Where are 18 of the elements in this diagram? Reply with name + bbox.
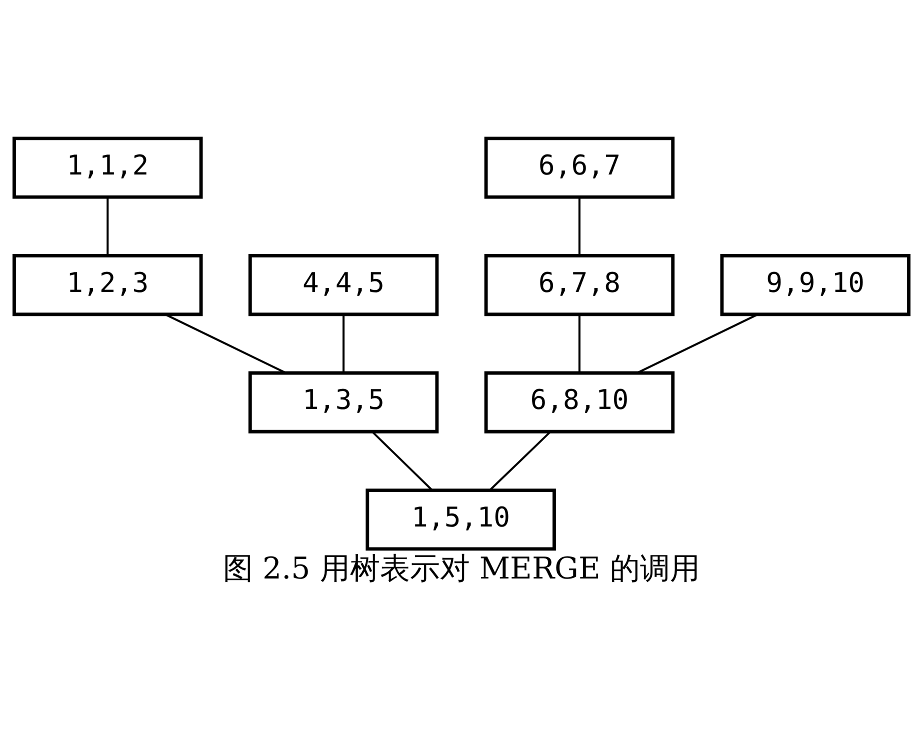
connector (636, 313, 758, 374)
connector (342, 314, 345, 372)
node-box: 1,1,2 (12, 136, 203, 198)
node-box: 1,2,3 (12, 254, 203, 316)
connector (106, 196, 109, 255)
node-box: 1,3,5 (248, 370, 439, 433)
caption: 图 2.5 用树表示对 MERGE 的调用 (223, 550, 700, 586)
connector (578, 196, 580, 255)
connector (165, 313, 286, 374)
connector (371, 430, 433, 490)
node-box: 4,4,5 (248, 254, 439, 316)
node-box: 9,9,10 (720, 254, 910, 316)
node-box: 6,7,8 (484, 254, 675, 316)
connector (578, 314, 580, 372)
node-box: 6,8,10 (484, 370, 675, 433)
connector (489, 430, 552, 490)
node-box: 1,5,10 (366, 488, 556, 550)
node-box: 6,6,7 (484, 136, 675, 198)
